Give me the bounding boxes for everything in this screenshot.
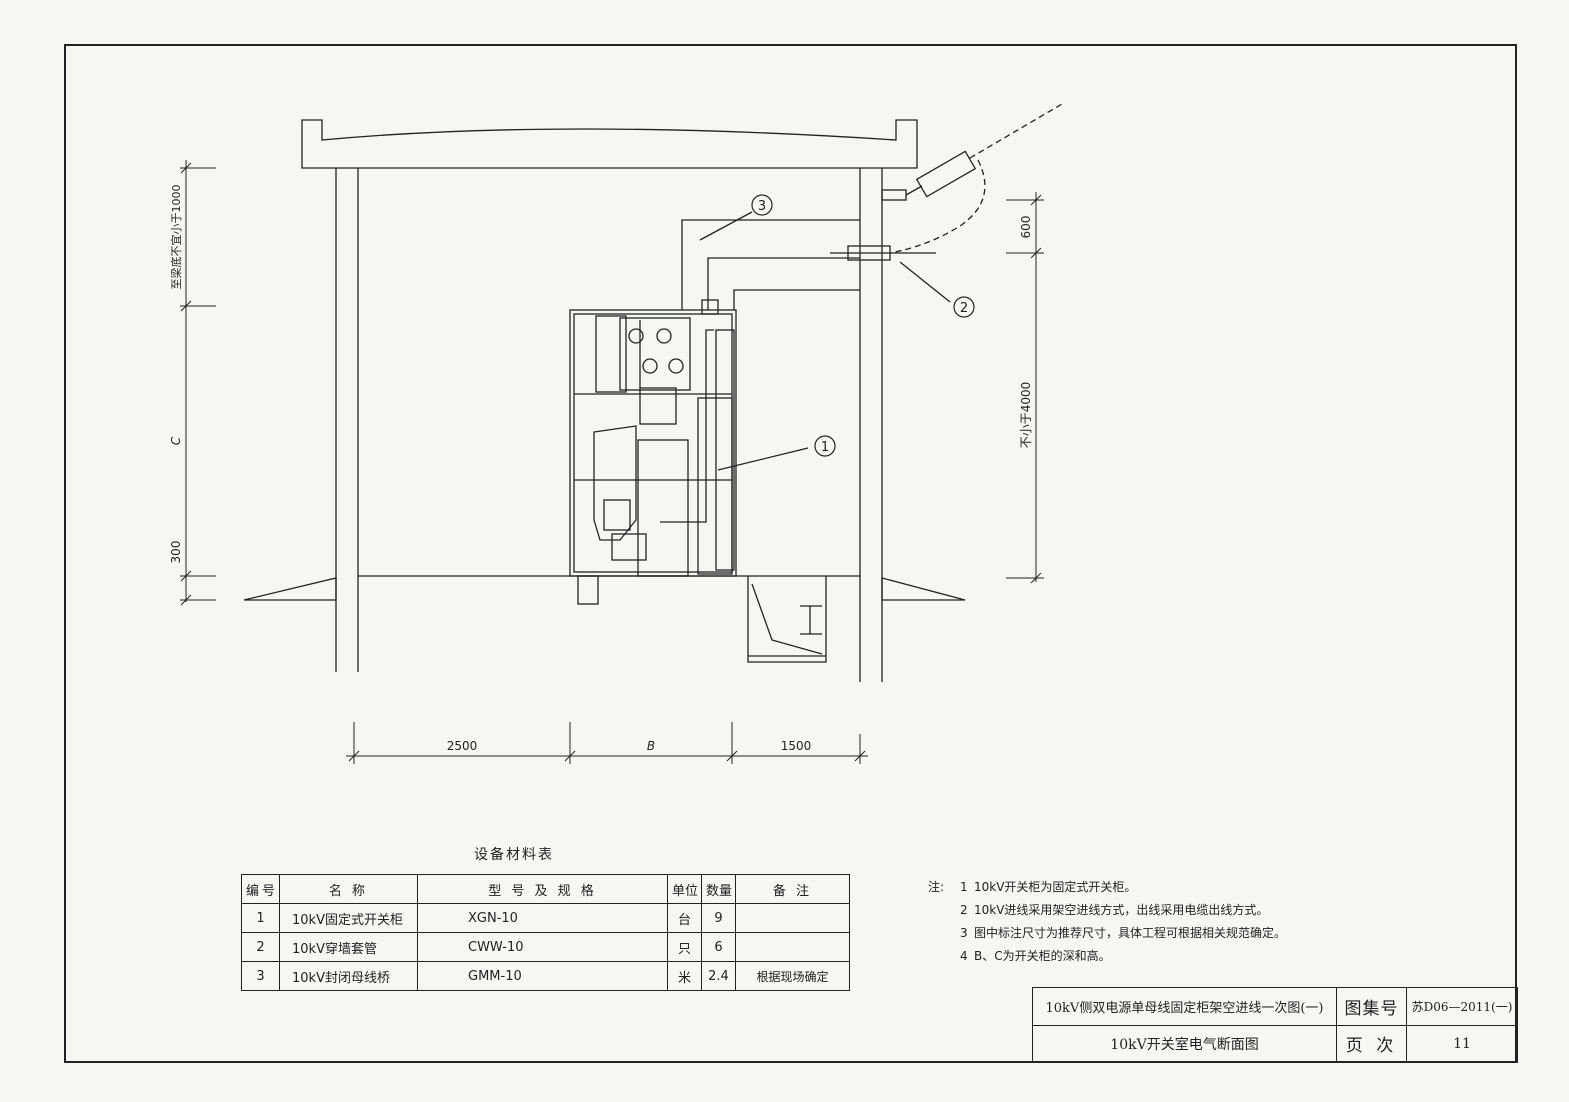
header-unit: 单位: [667, 874, 702, 904]
drawing-title: 10kV侧双电源单母线固定柜架空进线一次图(一): [1032, 987, 1337, 1026]
bubble-2: [953, 296, 975, 318]
note-number: 2: [960, 903, 968, 917]
dim-min-4000: 不小于4000: [1019, 382, 1033, 449]
roof-slab: [301, 119, 918, 169]
note-text: B、C为开关柜的深和高。: [974, 949, 1111, 963]
table-header-row: 编号 名 称 型 号 及 规 格 单位 数量 备 注: [241, 874, 850, 904]
note-item: 2 10kV进线采用架空进线方式，出线采用电缆出线方式。: [960, 899, 1286, 922]
header-remark: 备 注: [735, 874, 850, 904]
note-text: 图中标注尺寸为推荐尺寸，具体工程可根据相关规范确定。: [974, 926, 1287, 940]
cell-qty: 6: [701, 932, 736, 962]
atlas-number: 苏D06—2011(一): [1406, 987, 1518, 1026]
notes-label: 注:: [928, 880, 945, 894]
dim-1500: 1500: [781, 739, 812, 753]
drawing-frame: [64, 44, 1517, 1063]
bubble-label-3: 3: [758, 199, 766, 214]
table-row: 3 10kV封闭母线桥 GMM-10 米 2.4 根据现场确定: [241, 961, 850, 991]
note-item: 1 10kV开关柜为固定式开关柜。: [960, 876, 1286, 899]
title-block: 10kV侧双电源单母线固定柜架空进线一次图(一) 图集号 苏D06—2011(一…: [1032, 987, 1518, 1063]
cell-qty: 9: [701, 903, 736, 933]
cell-no: 1: [241, 903, 280, 933]
cell-unit: 米: [667, 961, 702, 991]
bus-bridge: [681, 219, 860, 310]
note-number: 4: [960, 949, 968, 963]
cell-remark: [735, 903, 850, 933]
outdoor-insulator: [915, 150, 977, 198]
header-model: 型 号 及 规 格: [417, 874, 668, 904]
cell-qty: 2.4: [701, 961, 736, 991]
note-item: 3 图中标注尺寸为推荐尺寸，具体工程可根据相关规范确定。: [960, 922, 1286, 945]
cell-remark: [735, 932, 850, 962]
dim-2500: 2500: [447, 739, 478, 753]
table-row: 1 10kV固定式开关柜 XGN-10 台 9: [241, 903, 850, 933]
note-text: 10kV进线采用架空进线方式，出线采用电缆出线方式。: [974, 903, 1269, 917]
dim-beam-clearance: 至梁底不宜小于1000: [169, 185, 183, 290]
cell-name: 10kV固定式开关柜: [279, 903, 418, 933]
header-name: 名 称: [279, 874, 418, 904]
note-number: 1: [960, 880, 968, 894]
bubble-label-1: 1: [821, 440, 829, 455]
atlas-label: 图集号: [1336, 987, 1407, 1026]
dim-600: 600: [1019, 216, 1033, 239]
notes: 注: 1 10kV开关柜为固定式开关柜。 2 10kV进线采用架空进线方式，出线采用…: [928, 876, 1286, 968]
cell-unit: 只: [667, 932, 702, 962]
cell-name: 10kV穿墙套管: [279, 932, 418, 962]
material-table-title: 设备材料表: [474, 847, 554, 863]
page-number: 11: [1406, 1024, 1518, 1063]
note-text: 10kV开关柜为固定式开关柜。: [974, 880, 1137, 894]
cell-remark: 根据现场确定: [735, 961, 850, 991]
bubble-label-2: 2: [960, 301, 968, 316]
cell-no: 2: [241, 932, 280, 962]
bubble-3: [751, 194, 773, 216]
note-number: 3: [960, 926, 968, 940]
cell-model: XGN-10: [417, 903, 668, 933]
ground-left: [243, 577, 337, 601]
cell-name: 10kV封闭母线桥: [279, 961, 418, 991]
cell-unit: 台: [667, 903, 702, 933]
switchgear-cabinet: [569, 309, 737, 577]
cable-trench: [747, 576, 827, 663]
dim-c: C: [169, 436, 183, 445]
cell-model: CWW-10: [417, 932, 668, 962]
cell-no: 3: [241, 961, 280, 991]
cell-model: GMM-10: [417, 961, 668, 991]
ground-right: [881, 577, 966, 601]
header-qty: 数量: [701, 874, 736, 904]
dim-300: 300: [169, 541, 183, 564]
drawing-subtitle: 10kV开关室电气断面图: [1032, 1024, 1337, 1063]
material-table: 编号 名 称 型 号 及 规 格 单位 数量 备 注 1 10kV固定式开关柜 …: [241, 874, 850, 991]
dim-b: B: [647, 739, 655, 753]
header-no: 编号: [241, 874, 280, 904]
table-row: 2 10kV穿墙套管 CWW-10 只 6: [241, 932, 850, 962]
bubble-1: [814, 435, 836, 457]
note-item: 4 B、C为开关柜的深和高。: [960, 945, 1286, 968]
page-label: 页 次: [1336, 1024, 1407, 1063]
